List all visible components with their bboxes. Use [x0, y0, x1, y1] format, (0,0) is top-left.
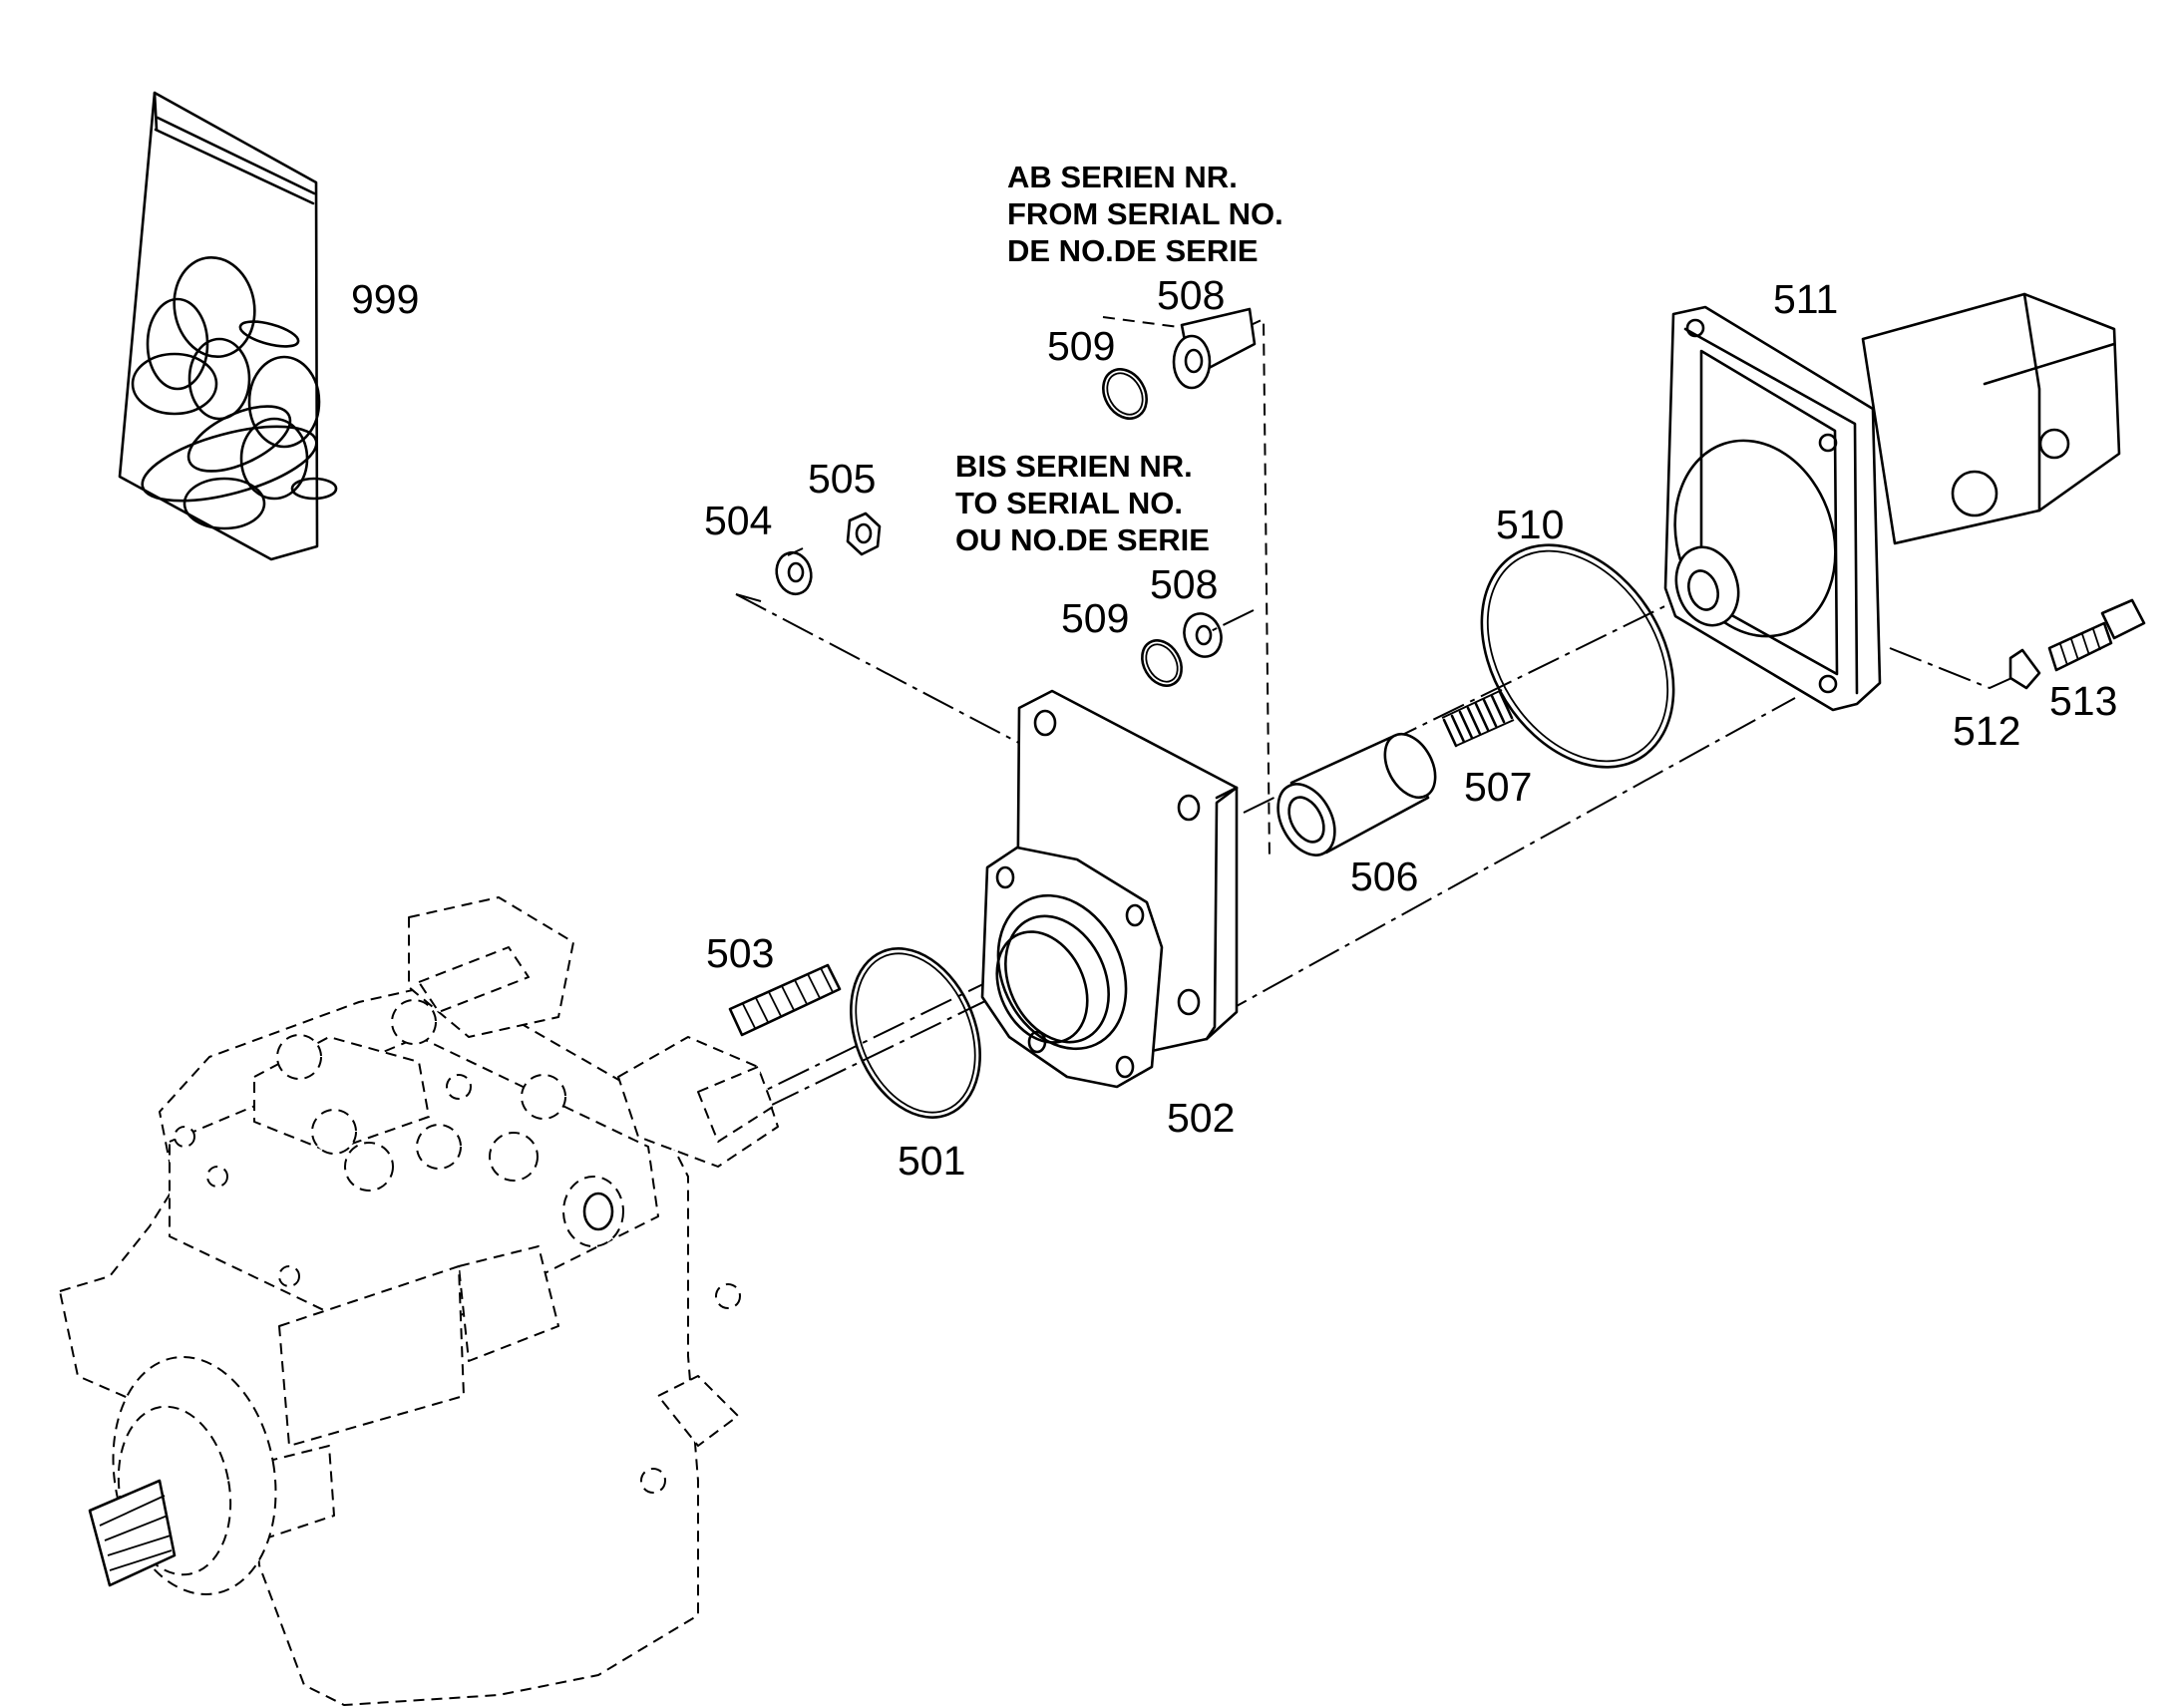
washer-512[interactable] — [2008, 648, 2041, 690]
note-from-serial-line-3: DE NO.DE SERIE — [1007, 233, 1259, 268]
note-to-serial-line-2: TO SERIAL NO. — [955, 486, 1183, 520]
label-509-lower: 509 — [1061, 595, 1129, 641]
coupling-sleeve[interactable] — [1267, 726, 1445, 865]
label-510: 510 — [1496, 502, 1564, 547]
label-503: 503 — [706, 930, 774, 976]
label-507: 507 — [1464, 764, 1532, 810]
label-999: 999 — [351, 276, 419, 322]
washer-508-lower[interactable] — [1179, 608, 1228, 662]
note-to-serial: BIS SERIEN NR. TO SERIAL NO. OU NO.DE SE… — [955, 449, 1210, 557]
snap-ring-509-lower[interactable] — [1134, 633, 1189, 693]
note-to-serial-line-1: BIS SERIEN NR. — [955, 449, 1193, 484]
gear-pump[interactable] — [1650, 292, 2121, 712]
note-to-serial-line-3: OU NO.DE SERIE — [955, 522, 1210, 557]
note-from-serial-line-2: FROM SERIAL NO. — [1007, 196, 1283, 231]
o-ring-510-inner-edge — [1486, 549, 1669, 763]
label-512: 512 — [1953, 708, 2020, 754]
seal-kit-bag[interactable] — [118, 91, 338, 561]
o-ring-510[interactable] — [1442, 510, 1712, 803]
note-from-serial-line-1: AB SERIEN NR. — [1007, 160, 1238, 194]
snap-ring-509-upper[interactable] — [1095, 361, 1156, 426]
washer-504[interactable] — [772, 548, 816, 597]
label-506: 506 — [1350, 854, 1418, 899]
label-505: 505 — [808, 456, 876, 502]
label-501: 501 — [898, 1138, 965, 1184]
label-502: 502 — [1167, 1095, 1235, 1141]
flange-adapter-plate[interactable] — [974, 689, 1239, 1089]
label-508-upper: 508 — [1157, 272, 1225, 318]
label-509-upper: 509 — [1047, 323, 1115, 369]
label-511: 511 — [1773, 276, 1838, 322]
label-513: 513 — [2049, 678, 2117, 724]
o-ring-501[interactable] — [827, 929, 1003, 1137]
screw-513[interactable] — [2047, 598, 2146, 672]
o-ring-501-inner-edge — [855, 952, 976, 1114]
bushing-508-upper[interactable] — [1172, 307, 1257, 390]
note-from-serial: AB SERIEN NR. FROM SERIAL NO. DE NO.DE S… — [1007, 160, 1283, 268]
part-labels: 999 511 508 509 505 504 510 508 509 512 … — [351, 272, 2117, 1184]
stud-bolt[interactable] — [728, 963, 842, 1037]
main-hydraulic-pump[interactable] — [59, 896, 779, 1706]
compression-spring[interactable] — [1441, 689, 1515, 748]
hex-nut-505[interactable] — [846, 512, 882, 556]
label-504: 504 — [704, 498, 772, 543]
label-508-lower: 508 — [1150, 561, 1218, 607]
